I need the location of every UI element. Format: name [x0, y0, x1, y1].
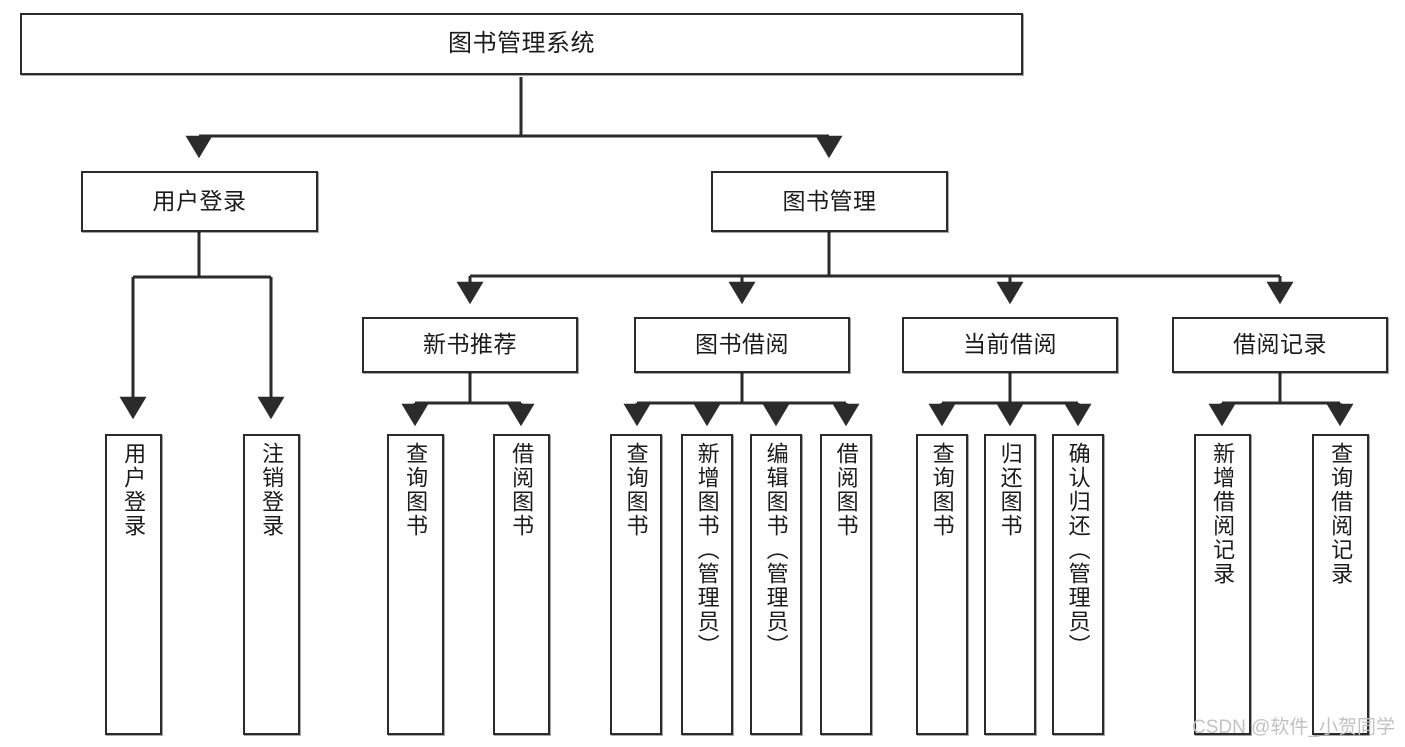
node-leaf-query-borrow-record[interactable]: 查询借阅记录 — [1312, 434, 1369, 735]
node-leaf-edit-book-admin[interactable]: 编辑图书（管理员） — [750, 434, 802, 735]
node-user-login-label: 用户登录 — [152, 187, 247, 214]
node-leaf-borrow-book-1[interactable]: 借阅图书 — [493, 434, 550, 735]
node-book-borrow-label: 图书借阅 — [695, 331, 789, 358]
node-current-borrow-label: 当前借阅 — [963, 331, 1057, 358]
node-new-book-recommend[interactable]: 新书推荐 — [362, 317, 578, 373]
node-leaf-logout-login-label: 注销登录 — [259, 442, 285, 538]
node-leaf-borrow-book-1-label: 借阅图书 — [509, 442, 535, 538]
node-leaf-confirm-return-admin-label: 确认归还（管理员） — [1065, 442, 1091, 658]
node-leaf-borrow-book-2-label: 借阅图书 — [833, 442, 859, 538]
node-leaf-query-borrow-record-label: 查询借阅记录 — [1328, 442, 1354, 586]
node-leaf-query-book-1-label: 查询图书 — [403, 442, 429, 538]
node-leaf-return-book-label: 归还图书 — [997, 442, 1023, 538]
node-leaf-query-book-1[interactable]: 查询图书 — [387, 434, 444, 735]
csdn-watermark: CSDN @软件_小贺同学 — [1192, 717, 1395, 738]
node-leaf-edit-book-admin-label: 编辑图书（管理员） — [763, 442, 789, 658]
node-borrow-record-label: 借阅记录 — [1233, 331, 1327, 358]
node-book-management-label: 图书管理 — [782, 187, 877, 214]
node-leaf-user-login[interactable]: 用户登录 — [105, 434, 162, 735]
node-leaf-query-book-3-label: 查询图书 — [929, 442, 955, 538]
node-leaf-query-book-3[interactable]: 查询图书 — [916, 434, 968, 735]
node-leaf-query-book-2[interactable]: 查询图书 — [610, 434, 662, 735]
node-leaf-add-book-admin[interactable]: 新增图书（管理员） — [681, 434, 733, 735]
node-root[interactable]: 图书管理系统 — [20, 13, 1023, 75]
node-leaf-confirm-return-admin[interactable]: 确认归还（管理员） — [1052, 434, 1104, 735]
node-leaf-add-borrow-record-label: 新增借阅记录 — [1210, 442, 1236, 586]
node-leaf-query-book-2-label: 查询图书 — [623, 442, 649, 538]
node-root-label: 图书管理系统 — [448, 29, 595, 57]
node-leaf-borrow-book-2[interactable]: 借阅图书 — [820, 434, 872, 735]
node-leaf-user-login-label: 用户登录 — [121, 442, 147, 538]
node-leaf-add-borrow-record[interactable]: 新增借阅记录 — [1194, 434, 1251, 735]
node-leaf-logout-login[interactable]: 注销登录 — [243, 434, 300, 735]
node-new-book-recommend-label: 新书推荐 — [423, 331, 517, 358]
node-user-login[interactable]: 用户登录 — [81, 171, 318, 232]
node-current-borrow[interactable]: 当前借阅 — [902, 317, 1118, 373]
node-book-borrow[interactable]: 图书借阅 — [634, 317, 850, 373]
node-leaf-add-book-admin-label: 新增图书（管理员） — [694, 442, 720, 658]
node-leaf-return-book[interactable]: 归还图书 — [984, 434, 1036, 735]
node-book-management[interactable]: 图书管理 — [711, 171, 948, 232]
node-borrow-record[interactable]: 借阅记录 — [1172, 317, 1388, 373]
